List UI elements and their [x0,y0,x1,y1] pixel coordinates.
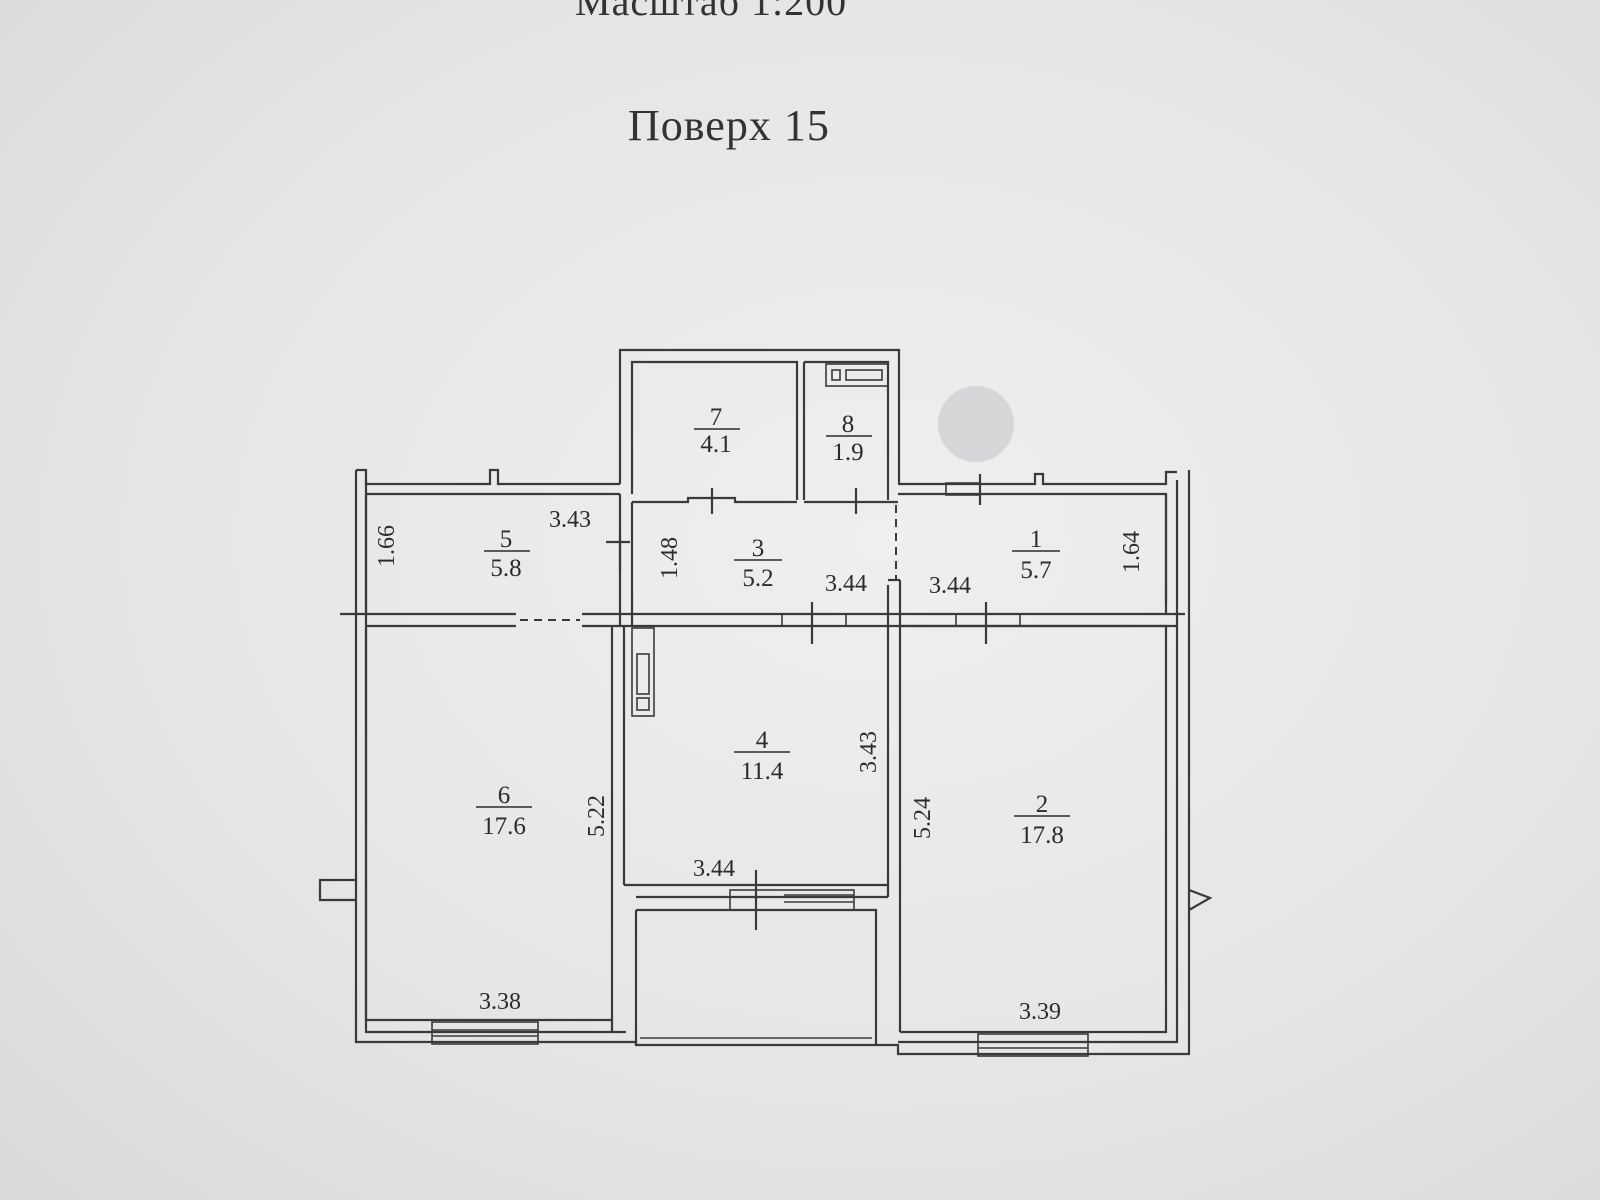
room-7-area: 4.1 [700,431,731,458]
dim-room5-depth: 1.66 [374,525,400,567]
room-6-area: 17.6 [482,813,526,840]
room-6-number: 6 [498,782,511,809]
room-8-area: 1.9 [832,439,863,466]
room-5-area: 5.8 [490,555,521,582]
room-4-number: 4 [756,727,769,754]
dim-room1-depth: 1.64 [1119,531,1145,573]
dim-room4-width: 3.44 [693,856,735,882]
room-7-number: 7 [710,404,723,431]
room-labels: 7 4.1 8 1.9 5 5.8 3 5.2 1 5.7 4 11.4 6 [476,404,1070,849]
room-1-number: 1 [1030,526,1043,553]
dim-room6-depth: 5.22 [584,795,610,837]
room-5-number: 5 [500,526,513,553]
room-3-number: 3 [752,535,765,562]
dim-room4-depth: 3.43 [856,731,882,773]
dim-room6-width: 3.38 [479,989,521,1015]
outer-walls [318,348,1213,1056]
scale-label: Масштаб 1:200 [575,0,848,24]
room-8-number: 8 [842,411,855,438]
room-4-area: 11.4 [741,758,784,785]
dim-room3-width: 3.44 [825,571,867,597]
dim-room2-depth: 5.24 [910,797,936,839]
dim-room5-width: 3.43 [549,507,591,533]
room-1-area: 5.7 [1020,557,1051,584]
room-2-area: 17.8 [1020,822,1064,849]
dimension-labels: 3.43 1.66 1.48 3.44 3.44 1.64 3.43 3.44 … [374,507,1145,1025]
floor-label: Поверх 15 [628,101,830,150]
dim-room1-width: 3.44 [929,573,971,599]
room-3-area: 5.2 [742,565,773,592]
openings [431,363,1089,1057]
dim-room3-depth: 1.48 [657,537,683,579]
dim-room2-width: 3.39 [1019,999,1061,1025]
grey-dot-marker [938,386,1014,462]
room-2-number: 2 [1036,791,1049,818]
